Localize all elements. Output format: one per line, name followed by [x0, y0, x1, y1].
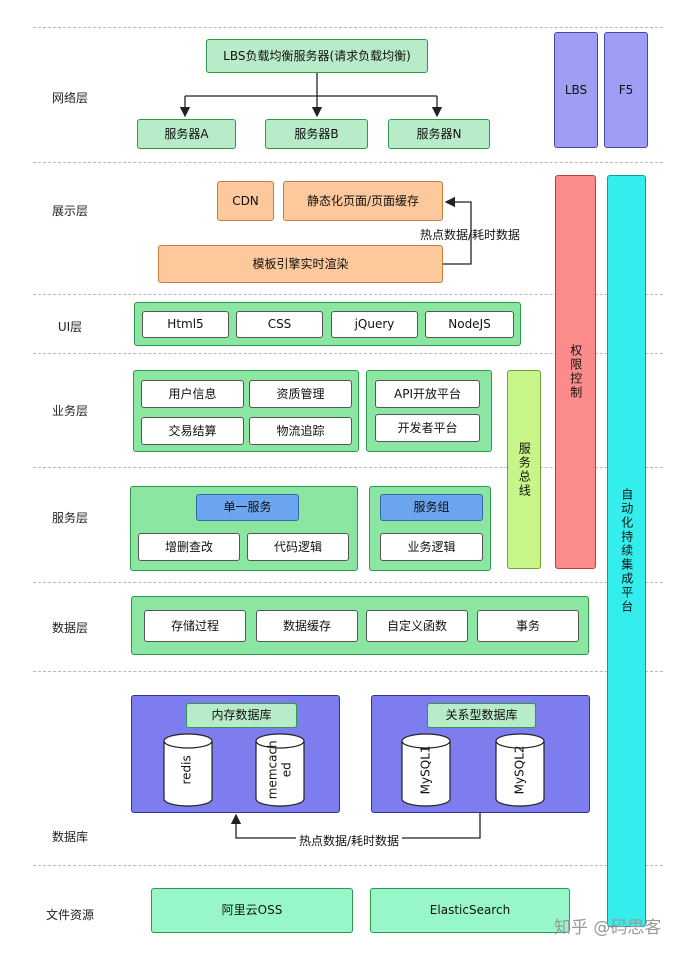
relational-db-title: 关系型数据库 [427, 703, 536, 728]
aliyun-oss: 阿里云OSS [151, 888, 353, 933]
svc-business-logic: 业务逻辑 [380, 533, 483, 561]
template-engine-render: 模板引擎实时渲染 [158, 245, 443, 283]
db-hot-data-note: 热点数据/耗时数据 [296, 832, 403, 849]
ci-platform-label: 自动化持续集成平台 [619, 488, 634, 614]
server-a: 服务器A [137, 119, 236, 149]
layer-label-network: 网络层 [51, 91, 88, 105]
biz-logistics: 物流追踪 [249, 417, 352, 445]
service-group-title: 服务组 [380, 494, 483, 521]
hot-data-note: 热点数据/耗时数据 [420, 228, 521, 242]
divider [33, 467, 663, 468]
cylinder-shape [401, 733, 451, 807]
ui-html5: Html5 [142, 311, 229, 338]
f5-box: F5 [604, 32, 648, 148]
ui-jquery: jQuery [331, 311, 418, 338]
permission-control-label: 权限控制 [568, 344, 583, 400]
layer-label-data: 数据层 [51, 621, 88, 635]
cdn-box: CDN [217, 181, 274, 221]
static-page-cache: 静态化页面/页面缓存 [283, 181, 443, 221]
memory-db-title: 内存数据库 [186, 703, 297, 728]
layer-label-ui: UI层 [57, 320, 83, 334]
divider [33, 162, 663, 163]
redis-cylinder: redis [163, 733, 213, 807]
single-service-title: 单一服务 [196, 494, 299, 521]
cylinder-shape [163, 733, 213, 807]
permission-control: 权限控制 [555, 175, 596, 569]
divider [33, 865, 663, 866]
divider [33, 353, 663, 354]
biz-settlement: 交易结算 [141, 417, 244, 445]
server-n: 服务器N [388, 119, 490, 149]
data-custom-function: 自定义函数 [366, 610, 468, 642]
svc-code-logic: 代码逻辑 [247, 533, 349, 561]
layer-label-service: 服务层 [51, 511, 88, 525]
ui-nodejs: NodeJS [425, 311, 514, 338]
elasticsearch: ElasticSearch [370, 888, 570, 933]
data-transaction: 事务 [477, 610, 579, 642]
api-open-platform: API开放平台 [375, 380, 480, 408]
lbs-load-balancer: LBS负载均衡服务器(请求负载均衡) [206, 39, 428, 73]
data-cache: 数据缓存 [256, 610, 358, 642]
divider [33, 27, 663, 28]
divider [33, 582, 663, 583]
mysql2-label: MySQL2 [512, 745, 527, 795]
service-bus: 服务总线 [507, 370, 541, 569]
redis-label: redis [180, 755, 195, 785]
cylinder-shape [495, 733, 545, 807]
watermark: 知乎 @码思客 [554, 918, 662, 938]
layer-label-business: 业务层 [51, 404, 88, 418]
biz-qualification: 资质管理 [249, 380, 352, 408]
lbs-box: LBS [554, 32, 598, 148]
divider [33, 294, 663, 295]
data-stored-procedure: 存储过程 [144, 610, 246, 642]
cylinder-shape [255, 733, 305, 807]
ci-platform: 自动化持续集成平台 [607, 175, 646, 927]
layer-label-database: 数据库 [51, 830, 88, 844]
ui-css: CSS [236, 311, 323, 338]
memcached-cylinder: memcach ed [255, 733, 305, 807]
service-bus-label: 服务总线 [517, 441, 532, 498]
mysql1-label: MySQL1 [418, 745, 433, 795]
developer-platform: 开发者平台 [375, 414, 480, 442]
server-b: 服务器B [265, 119, 368, 149]
layer-label-files: 文件资源 [45, 908, 94, 922]
mysql1-cylinder: MySQL1 [401, 733, 451, 807]
layer-label-display: 展示层 [51, 204, 88, 218]
divider [33, 671, 663, 672]
memcached-label: memcach ed [265, 740, 294, 800]
mysql2-cylinder: MySQL2 [495, 733, 545, 807]
svc-crud: 增删查改 [138, 533, 240, 561]
biz-user-info: 用户信息 [141, 380, 244, 408]
